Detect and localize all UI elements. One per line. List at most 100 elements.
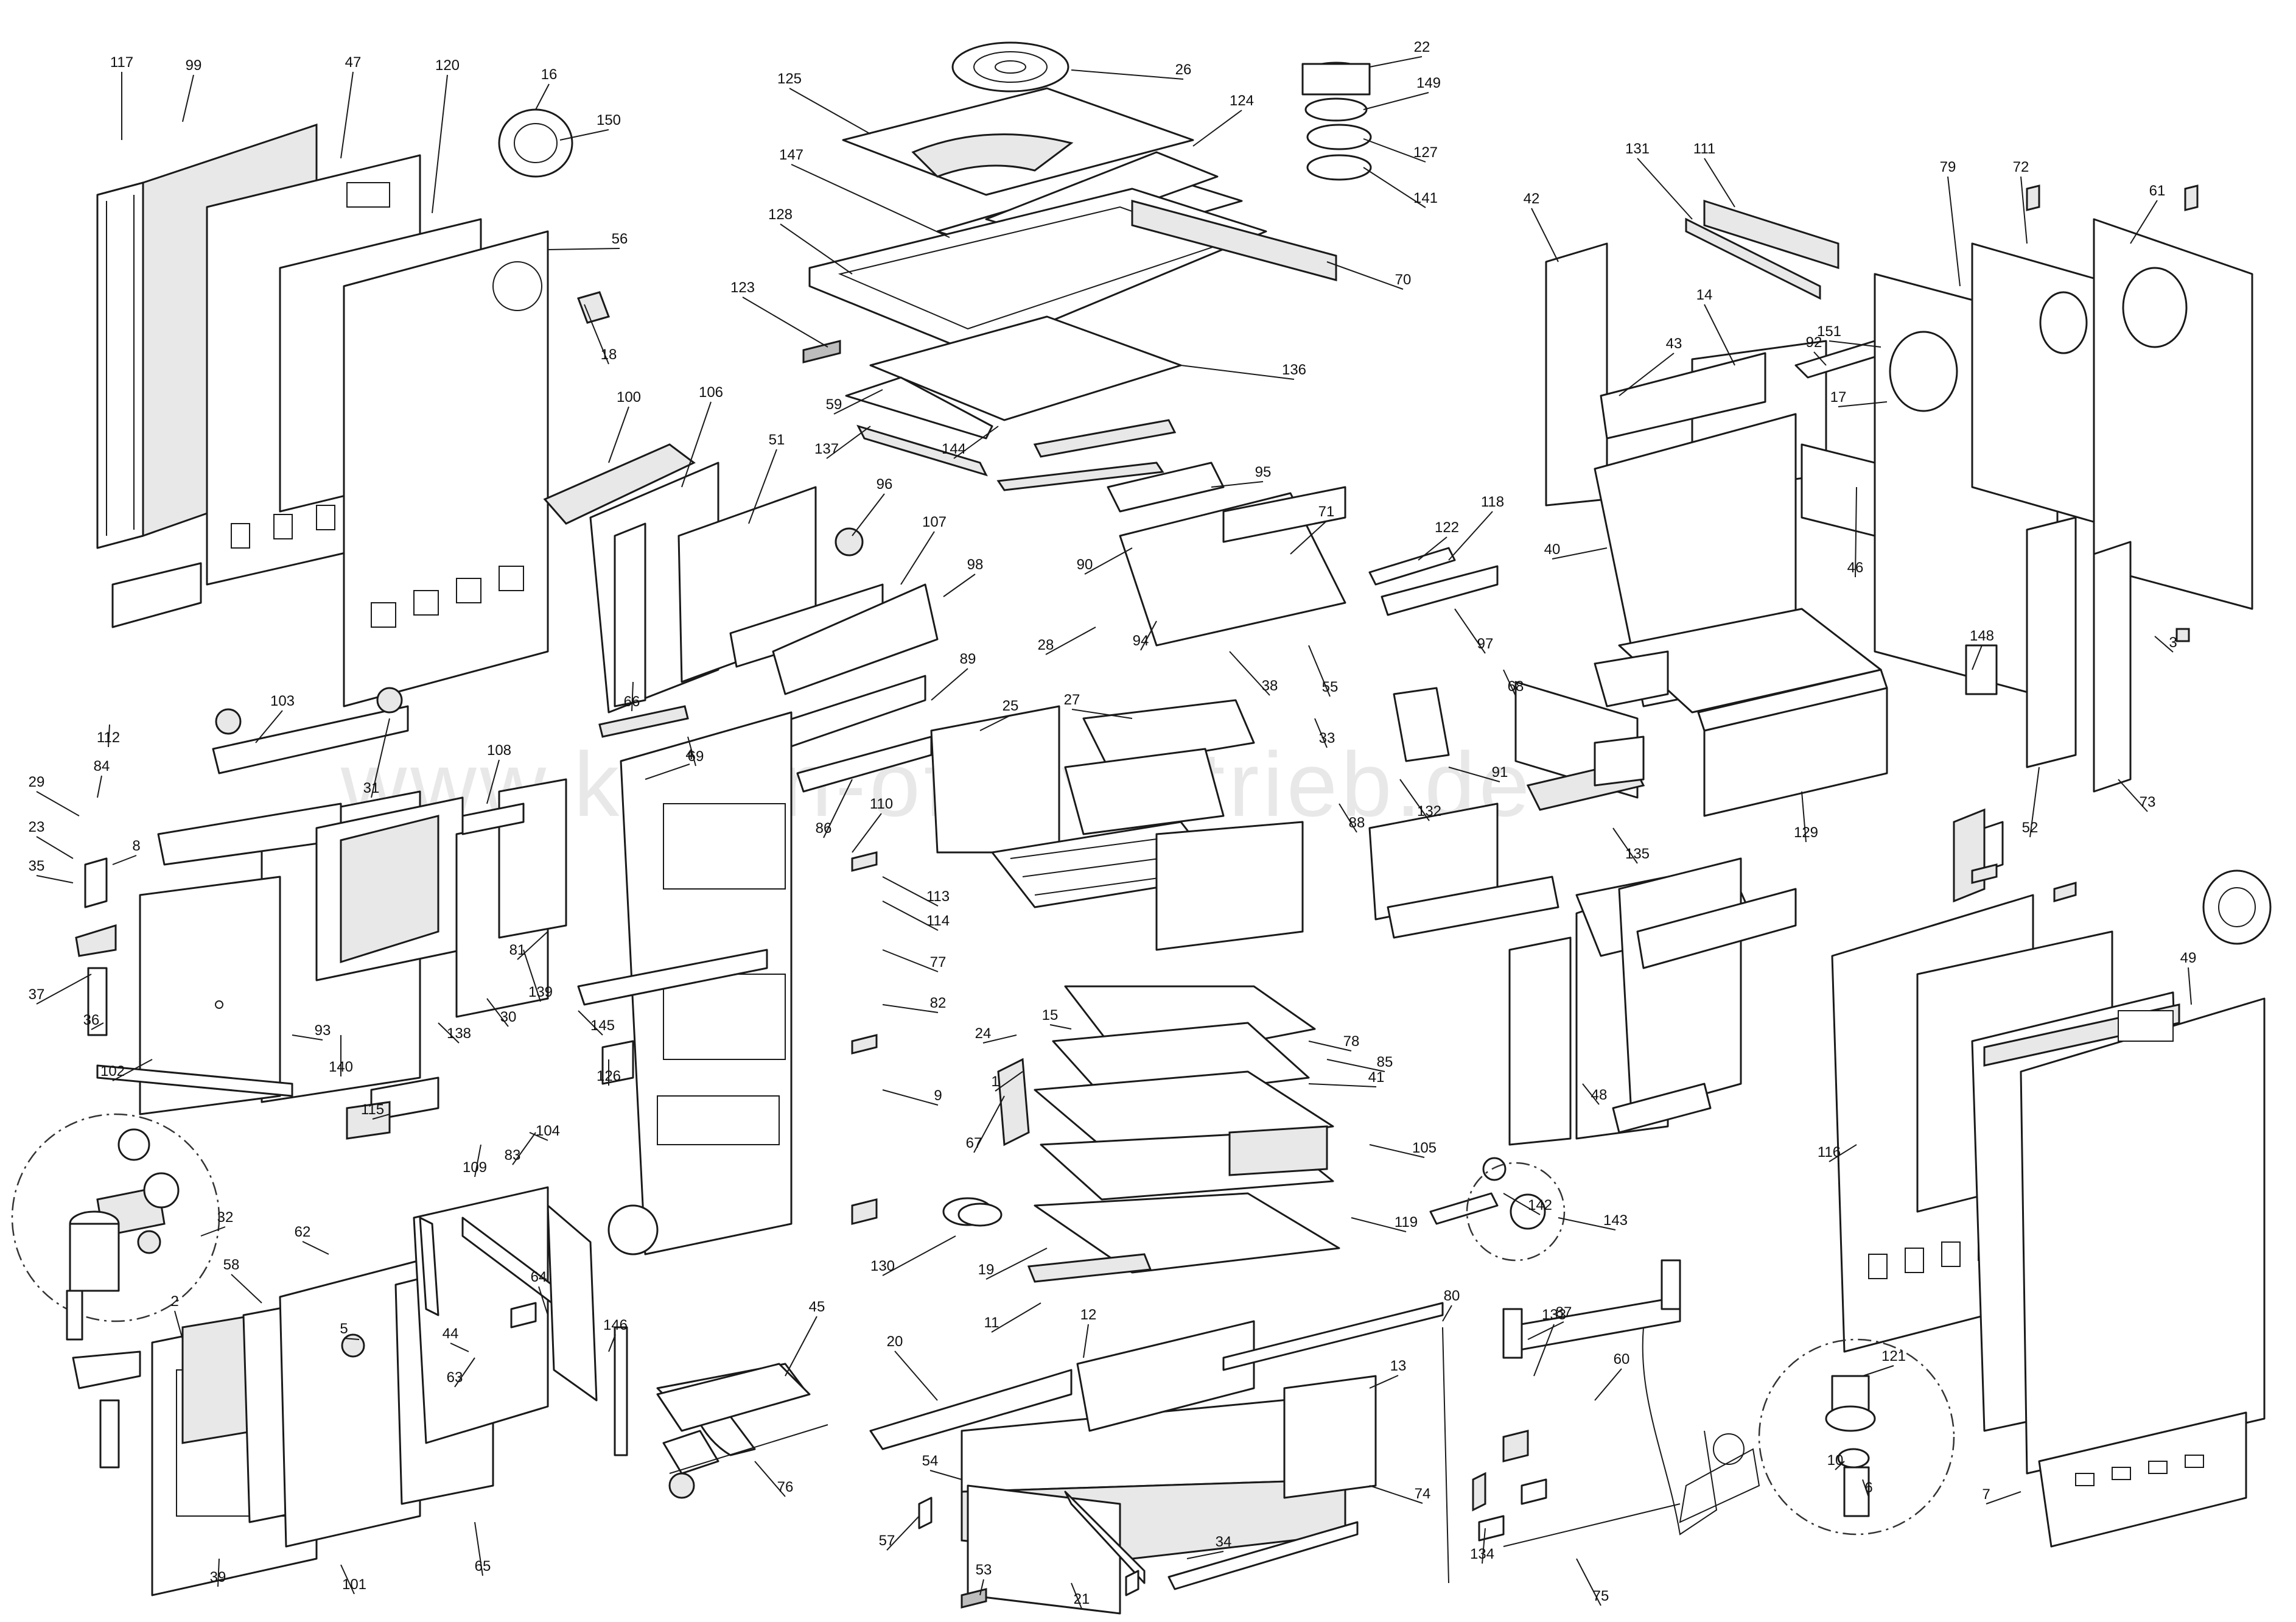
drawer-group [656,1302,1444,1615]
leader-line [1448,511,1493,561]
callout-label: 40 [1544,541,1561,558]
leader-line [1527,1321,1564,1340]
leader-line [943,574,976,597]
callout-label: 66 [624,693,640,710]
leader-line [578,1010,603,1036]
callout-label: 146 [603,1317,628,1333]
leader-line [1326,261,1404,290]
leader-line [1531,208,1559,262]
leader-line [1308,645,1331,697]
callout-label: 58 [223,1257,240,1273]
callout-label: 64 [531,1269,547,1285]
callout-label: 49 [2180,950,2197,966]
callout-label: 82 [930,995,947,1011]
leader-line [791,164,950,238]
callout-label: 34 [1216,1534,1232,1550]
callout-label: 151 [1817,323,1841,340]
leader-line [97,775,102,798]
leader-line [1369,1375,1399,1389]
leader-line [882,949,939,972]
leader-line [1363,138,1426,163]
leader-line [2188,967,2192,1005]
leader-line [1418,536,1447,561]
callout-label: 39 [210,1569,226,1585]
callout-label: 7 [1982,1486,1990,1503]
callout-label: 110 [870,796,893,812]
leader-line [931,668,968,701]
callout-label: 73 [2140,794,2156,810]
callout-label: 97 [1477,636,1494,652]
callout-label: 5 [340,1321,348,1337]
callout-label: 60 [1614,1351,1630,1367]
callout-label: 90 [1077,556,1093,573]
callout-label: 67 [966,1135,982,1151]
callout-label: 138 [447,1025,471,1042]
callout-label: 31 [363,780,380,796]
callout-label: 106 [699,384,723,401]
callout-label: 55 [1322,679,1339,695]
leader-line [1186,1551,1224,1559]
callout-label: 10 [1827,1452,1844,1469]
leader-line [826,426,871,459]
callout-label: 36 [83,1012,100,1028]
leader-line [1594,1368,1622,1401]
leader-line [991,1302,1041,1333]
leader-line [1049,1024,1072,1030]
leader-line [785,1316,817,1377]
callout-label: 47 [345,54,362,71]
callout-label: 103 [270,693,295,709]
leader-line [529,1132,548,1141]
callout-label: 23 [29,819,45,835]
leader-line [882,1235,956,1276]
callout-label: 137 [814,441,839,457]
leader-line [1314,718,1328,748]
leader-line [1454,608,1486,654]
leader-line [1855,486,1857,578]
leader-line [852,813,882,853]
leader-line [1192,110,1242,147]
leader-line [1071,1582,1082,1609]
callout-label: 11 [984,1315,999,1331]
leader-line [1947,176,1961,287]
callout-label: 101 [342,1576,366,1593]
callout-label: 99 [186,57,202,74]
leader-line [343,1338,360,1340]
leader-line [882,1004,939,1013]
callout-label: 114 [926,913,950,929]
leader-line [1448,767,1500,782]
wiring-group [1429,1157,1760,1584]
callout-label: 107 [922,514,947,530]
leader-line [2154,636,2174,653]
leader-line [559,129,609,141]
callout-label: 145 [590,1017,615,1034]
oven-door-group [151,1186,628,1596]
callout-label: 143 [1603,1212,1628,1229]
callout-label: 37 [29,986,45,1003]
callout-label: 131 [1625,141,1650,157]
leader-line [754,1461,786,1497]
leader-line [1704,304,1735,366]
leader-line [547,248,620,250]
callout-label: 129 [1794,824,1818,841]
callout-label: 96 [877,476,893,493]
leader-line [1801,791,1807,843]
callout-label: 35 [29,858,45,874]
callout-label: 41 [1368,1069,1385,1086]
callout-label: 51 [769,432,785,448]
leader-line [645,764,690,780]
leader-line [512,1132,536,1165]
leader-line [833,389,883,415]
leader-line [1862,1479,1869,1498]
callout-label: 80 [1444,1288,1460,1304]
callout-label: 1 [991,1073,999,1090]
leader-line [1290,521,1327,555]
callout-label: 46 [1847,560,1864,576]
callout-label: 72 [2013,159,2029,175]
callout-label: 61 [2149,183,2166,199]
callout-label: 130 [870,1258,895,1274]
callout-label: 8 [132,838,140,854]
callout-label: 75 [1593,1588,1609,1604]
leader-line [852,493,885,536]
leader-line [748,449,777,524]
foot-detail-group [1502,1259,1955,1536]
